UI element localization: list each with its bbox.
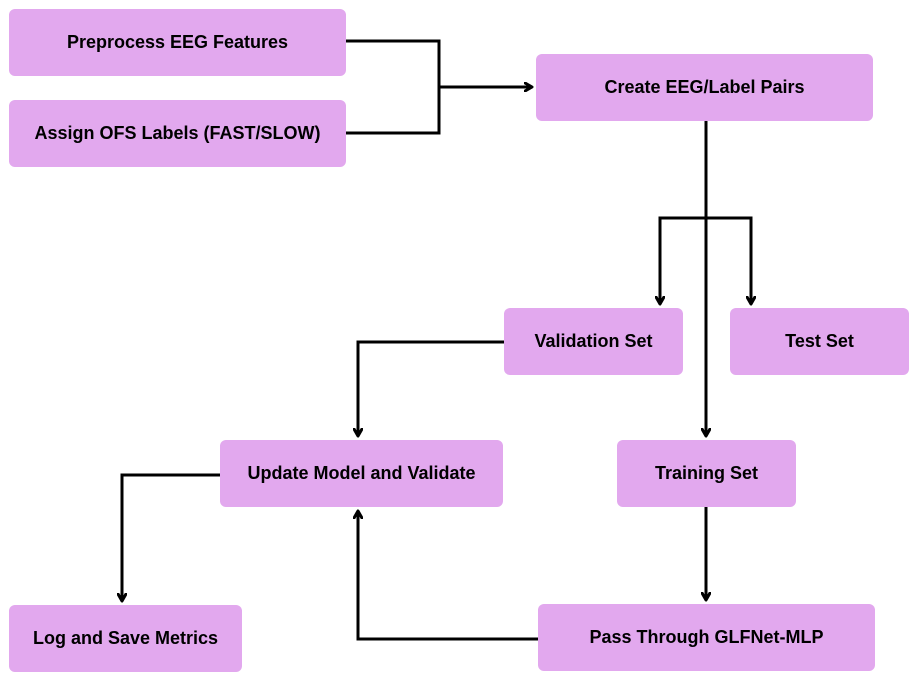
edge-split-to-validation (660, 216, 706, 304)
node-validation-set: Validation Set (504, 308, 683, 375)
edge-split-to-test (706, 216, 751, 304)
node-pass-through-glfnet-mlp: Pass Through GLFNet-MLP (538, 604, 875, 671)
edge-assign-to-merge (346, 87, 441, 135)
edge-pass-through-to-update-model (358, 511, 538, 641)
node-test-set: Test Set (730, 308, 909, 375)
node-training-set: Training Set (617, 440, 796, 507)
edge-update-model-to-log-metrics (122, 473, 220, 601)
edge-preprocess-to-merge (346, 39, 441, 87)
node-assign-ofs-labels: Assign OFS Labels (FAST/SLOW) (9, 100, 346, 167)
node-log-and-save-metrics: Log and Save Metrics (9, 605, 242, 672)
node-update-model-and-validate: Update Model and Validate (220, 440, 503, 507)
edge-validation-to-update-model (358, 340, 504, 436)
node-create-eeg-label-pairs: Create EEG/Label Pairs (536, 54, 873, 121)
node-preprocess-eeg-features: Preprocess EEG Features (9, 9, 346, 76)
